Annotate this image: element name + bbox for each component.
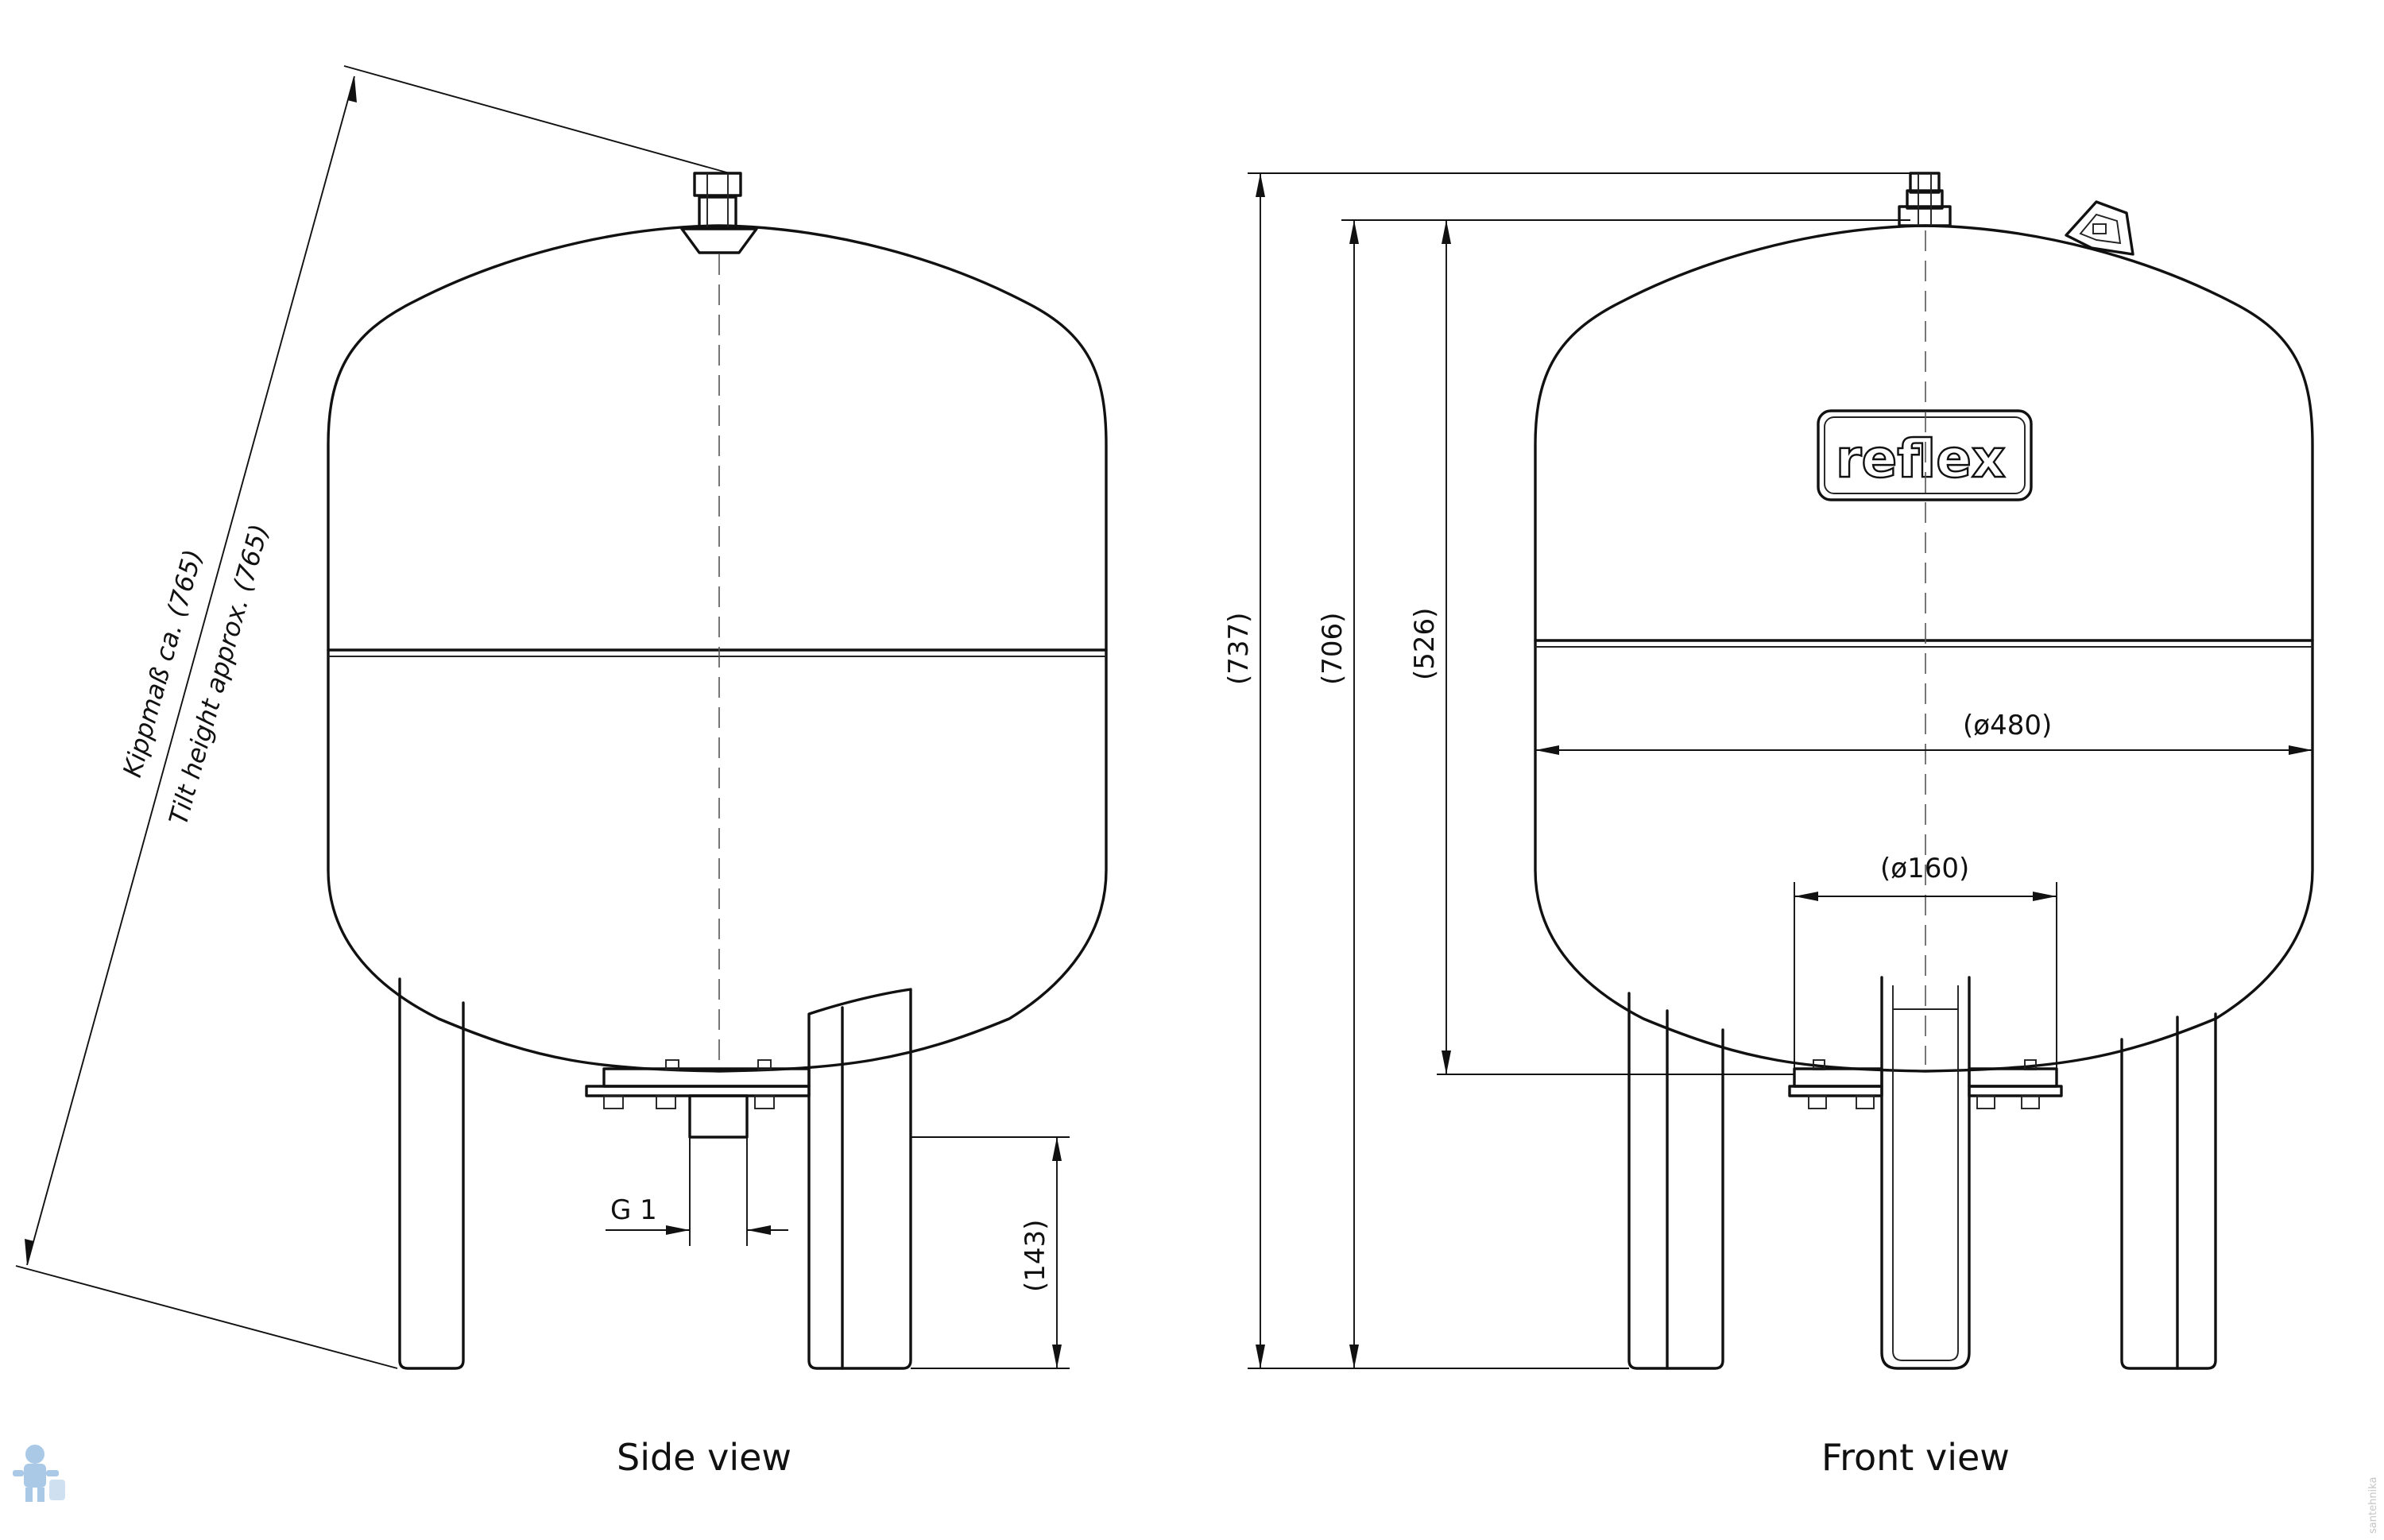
watermark-text: santehnika <box>2367 1477 2379 1534</box>
diameter-dimension <box>1535 745 2312 755</box>
foot-height-label: (143) <box>1020 1220 1051 1292</box>
side-left-leg <box>398 977 465 1370</box>
front-top-valve <box>1898 172 1952 227</box>
front-left-leg <box>1627 992 1724 1370</box>
connection-label: G 1 <box>610 1194 657 1226</box>
brand-logo-text: reflex <box>1836 428 2006 489</box>
side-view: Kippmaß ca. (765) Tilt height approx. (7… <box>15 65 1108 1479</box>
front-view-caption: Front view <box>1821 1436 2010 1479</box>
connection-dimension <box>606 1137 788 1246</box>
foot-spacing-label: (ø160) <box>1880 853 1969 884</box>
brand-logo: reflex <box>1817 409 2033 501</box>
bottom-height-label: (526) <box>1409 608 1441 680</box>
side-right-leg <box>807 988 912 1370</box>
foot-spacing-dimension <box>1794 882 2057 1081</box>
front-right-leg <box>2120 1012 2217 1370</box>
vessel-height-label: (706) <box>1317 613 1349 685</box>
front-center-leg <box>1880 976 1971 1370</box>
side-bottom-flange <box>585 1059 811 1139</box>
side-tank-body <box>327 224 1108 1073</box>
front-tank-body <box>1534 224 2314 1073</box>
diameter-label: (ø480) <box>1963 710 2052 741</box>
front-view: reflex <box>1223 172 2314 1479</box>
front-label-plate <box>2065 200 2134 256</box>
foot-height-dimension <box>911 1136 1070 1369</box>
side-view-caption: Side view <box>617 1436 791 1479</box>
height-dimensions <box>1248 172 1910 1369</box>
total-height-label: (737) <box>1223 613 1255 685</box>
side-top-valve <box>680 172 758 254</box>
watermark-mascot <box>13 1445 65 1502</box>
tilt-dimension <box>15 65 730 1369</box>
